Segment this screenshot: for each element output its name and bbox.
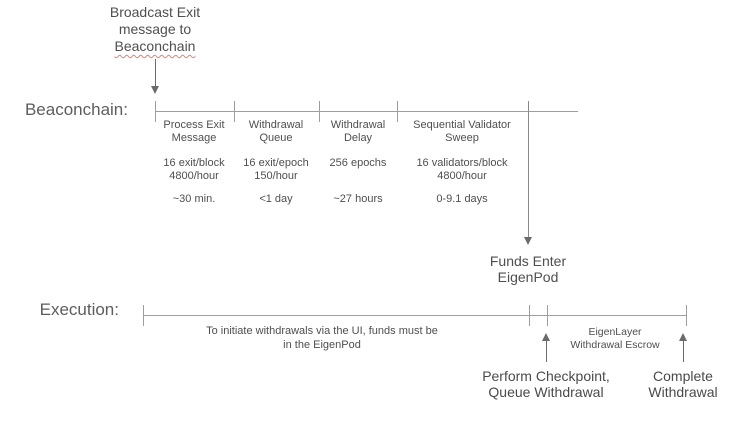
segment-duration: <1 day: [259, 193, 293, 205]
beaconchain-tick-1: [155, 101, 156, 122]
segment-title: Withdrawal Queue: [248, 119, 304, 144]
execution-tick-start: [143, 305, 144, 326]
beaconchain-row-label: Beaconchain:: [24, 100, 128, 119]
broadcast-down-arrow-shaft: [155, 59, 156, 88]
segment-withdrawal-delay: Withdrawal Delay 256 epochs ~27 hours: [308, 119, 408, 206]
broadcast-exit-note-line3: Beaconchain: [65, 38, 245, 55]
funds-down-arrow-icon: [524, 237, 532, 245]
execution-tick-end: [686, 305, 687, 326]
perform-checkpoint-label: Perform Checkpoint, Queue Withdrawal: [482, 368, 610, 400]
beaconchain-tick-2: [234, 101, 235, 122]
broadcast-exit-note: Broadcast Exit message to Beaconchain: [65, 4, 245, 55]
segment-rate: 16 exit/epoch 150/hour: [243, 157, 309, 182]
complete-withdrawal-label: Complete Withdrawal: [648, 368, 718, 400]
complete-up-arrow-shaft: [683, 340, 684, 362]
segment-process-exit-message: Process Exit Message 16 exit/block 4800/…: [144, 119, 244, 206]
execution-row-label: Execution:: [39, 300, 119, 319]
execution-tick-checkpoint-a: [529, 305, 530, 326]
segment-rate: 16 exit/block 4800/hour: [163, 157, 225, 182]
segment-sequential-validator-sweep: Sequential Validator Sweep 16 validators…: [402, 119, 522, 206]
segment-rate: 256 epochs: [329, 157, 387, 169]
funds-down-arrow-shaft: [528, 101, 529, 239]
execution-tick-checkpoint-b: [547, 305, 548, 326]
segment-withdrawal-queue: Withdrawal Queue 16 exit/epoch 150/hour …: [226, 119, 326, 206]
segment-duration: ~27 hours: [333, 193, 383, 205]
broadcast-down-arrow-icon: [151, 86, 159, 94]
beaconchain-tick-3: [319, 101, 320, 122]
segment-duration: 0-9.1 days: [436, 193, 488, 205]
beaconchain-tick-4: [397, 101, 398, 122]
broadcast-exit-note-line1: Broadcast Exit: [109, 4, 201, 20]
checkpoint-up-arrow-icon: [542, 333, 550, 341]
segment-title: Process Exit Message: [163, 119, 225, 144]
segment-rate: 16 validators/block 4800/hour: [416, 157, 508, 182]
segment-title: Sequential Validator Sweep: [413, 119, 511, 144]
segment-duration: ~30 min.: [172, 193, 216, 205]
eigenlayer-withdrawal-escrow-label: EigenLayer Withdrawal Escrow: [570, 326, 660, 351]
execution-note: To initiate withdrawals via the UI, fund…: [206, 325, 438, 351]
checkpoint-up-arrow-shaft: [546, 340, 547, 362]
funds-enter-eigenpod-label: Funds Enter EigenPod: [489, 253, 567, 285]
complete-up-arrow-icon: [679, 333, 687, 341]
broadcast-exit-note-line2: message to: [118, 21, 192, 37]
segment-title: Withdrawal Delay: [330, 119, 386, 144]
beaconchain-misspelled-word: Beaconchain: [114, 38, 196, 54]
execution-timeline: [143, 315, 686, 316]
beaconchain-timeline: [155, 111, 578, 112]
